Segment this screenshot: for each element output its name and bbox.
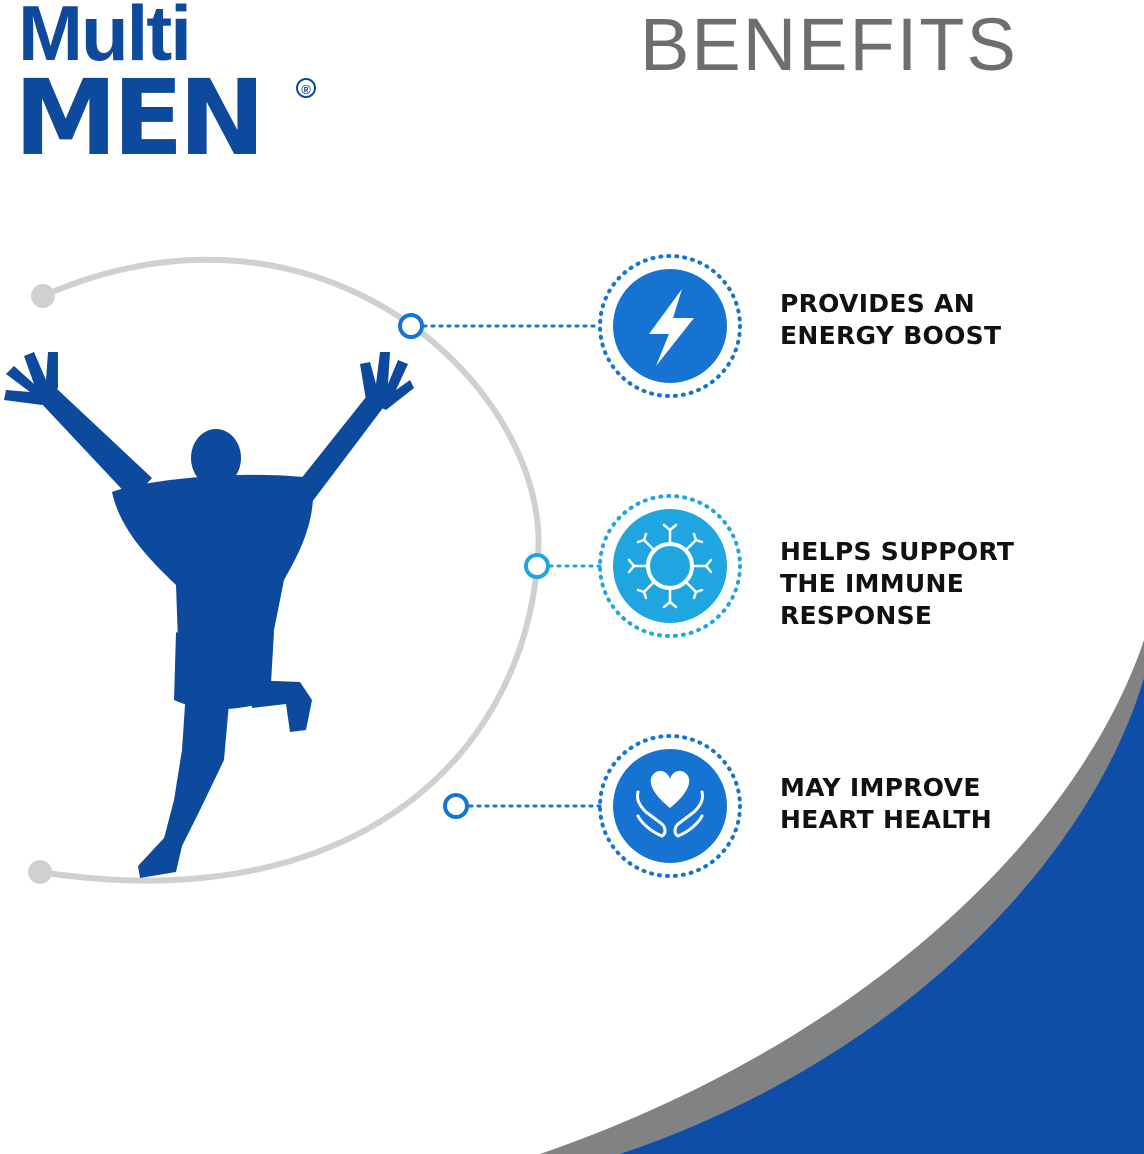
blue-swoosh [620,678,1144,1154]
benefit-text-immune: HELPS SUPPORT THE IMMUNE RESPONSE [780,536,1140,632]
benefit-line: RESPONSE [780,601,933,630]
benefit-text-energy: PROVIDES AN ENERGY BOOST [780,288,1140,352]
benefit-text-heart: MAY IMPROVE HEART HEALTH [780,772,1140,836]
benefit-line: PROVIDES AN [780,289,975,318]
benefit-line: THE IMMUNE [780,569,965,598]
benefit-line: HEART HEALTH [780,805,992,834]
heart-in-hands-icon [636,770,704,838]
brand-logo-men: MEN [14,57,266,179]
immune-cell-icon [627,523,713,609]
connector-node-3 [443,793,469,819]
benefit-line: ENERGY BOOST [780,321,1002,350]
page-title: BENEFITS [640,3,1018,86]
arc-end-dot-bottom [28,860,52,884]
registered-mark: ® [296,78,316,98]
arc-end-dot-top [31,284,55,308]
runner-silhouette [4,352,414,878]
brand-logo-multi: Multi [18,0,192,77]
benefit-badge-energy [598,254,742,398]
benefit-badge-heart [598,734,742,878]
connector-node-1 [398,313,424,339]
benefit-line: MAY IMPROVE [780,773,981,802]
benefit-badge-immune [598,494,742,638]
lightning-bolt-icon [649,289,694,366]
connector-node-2 [524,553,550,579]
benefit-line: HELPS SUPPORT [780,537,1015,566]
